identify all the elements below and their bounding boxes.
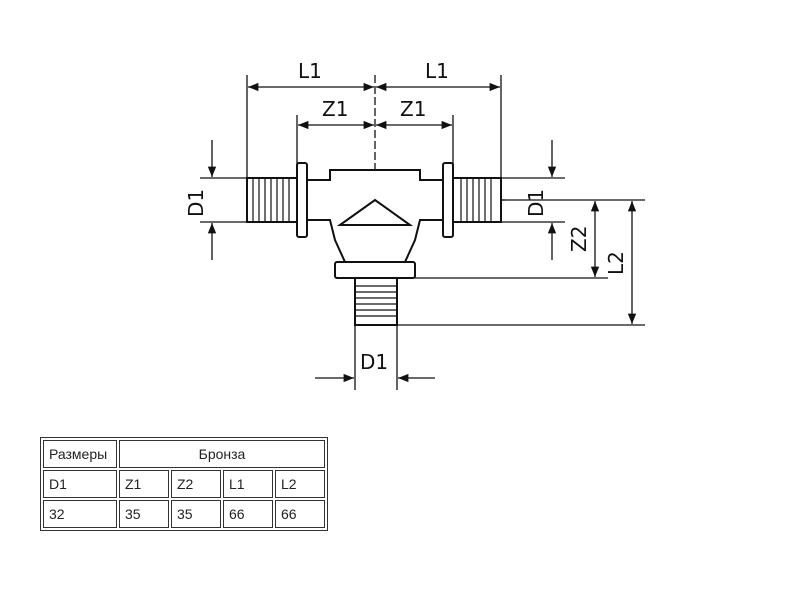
header-material: Бронза <box>119 440 325 468</box>
table-row: 32 35 35 66 66 <box>43 500 325 528</box>
column-header: Z1 <box>119 470 169 498</box>
dim-z2: Z2 <box>567 226 591 252</box>
dim-z1-right: Z1 <box>400 97 426 121</box>
tee-fitting-drawing: L1 L1 Z1 Z1 D1 D1 Z2 L2 D1 <box>184 59 645 390</box>
header-sizes: Размеры <box>43 440 117 468</box>
dim-l1-left: L1 <box>298 59 322 83</box>
dim-d1-bottom: D1 <box>360 350 388 374</box>
dimensions-table: Размеры Бронза D1 Z1 Z2 L1 L2 32 35 35 6… <box>40 437 328 531</box>
table-row: Размеры Бронза <box>43 440 325 468</box>
dim-d1-left: D1 <box>184 189 208 217</box>
table-cell: 66 <box>275 500 325 528</box>
table-cell: 32 <box>43 500 117 528</box>
dim-d1-right: D1 <box>524 189 548 217</box>
table-cell: 35 <box>171 500 221 528</box>
dim-l2: L2 <box>604 251 628 275</box>
column-header: Z2 <box>171 470 221 498</box>
column-header: L1 <box>223 470 273 498</box>
table-cell: 35 <box>119 500 169 528</box>
table-cell: 66 <box>223 500 273 528</box>
table-row: D1 Z1 Z2 L1 L2 <box>43 470 325 498</box>
dim-z1-left: Z1 <box>322 97 348 121</box>
dim-l1-right: L1 <box>425 59 449 83</box>
column-header: D1 <box>43 470 117 498</box>
column-header: L2 <box>275 470 325 498</box>
